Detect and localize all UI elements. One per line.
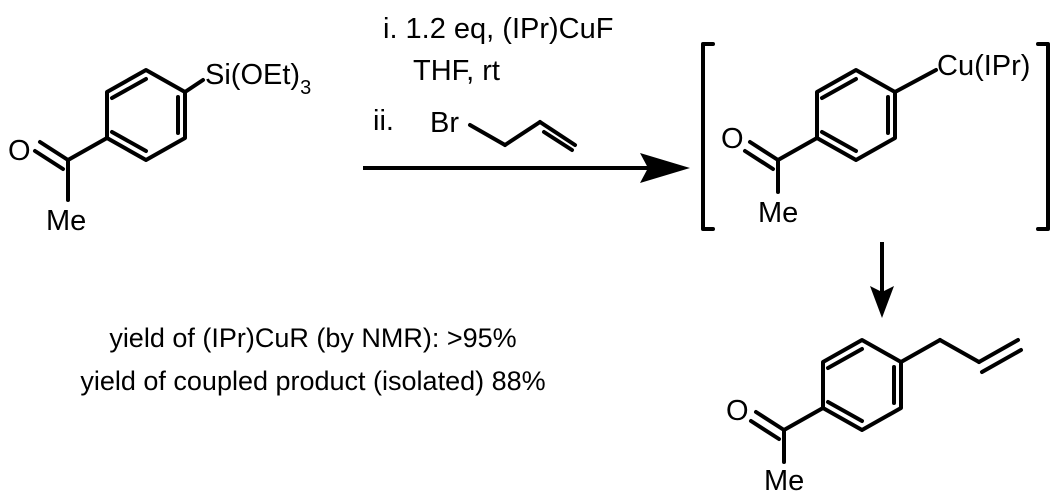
allyl-bromide-br: Br	[430, 107, 459, 139]
condition-solvent: THF, rt	[413, 55, 500, 87]
intermediate-oxygen: O	[721, 123, 744, 155]
silyl-label: Si(OEt)3	[205, 59, 311, 99]
product-methyl: Me	[764, 465, 804, 493]
product-structure	[749, 338, 1023, 464]
allyl-bromide-structure	[468, 120, 577, 152]
right-bracket	[1036, 42, 1050, 231]
yield-isolated-note: yield of coupled product (isolated) 88%	[80, 366, 545, 396]
down-arrow	[870, 242, 894, 318]
reactant-oxygen: O	[8, 135, 31, 167]
reactant-structure	[33, 68, 205, 202]
reaction-arrow	[363, 153, 690, 183]
si-bond	[183, 78, 205, 94]
condition-step2-prefix: ii.	[373, 105, 394, 137]
product-oxygen: O	[726, 395, 749, 427]
intermediate-cu-label: Cu(IPr)	[937, 50, 1030, 82]
intermediate-methyl: Me	[758, 197, 798, 229]
left-bracket	[701, 42, 715, 231]
intermediate-structure	[743, 68, 938, 194]
reactant-methyl: Me	[46, 205, 86, 237]
condition-step1: i. 1.2 eq, (IPr)CuF	[383, 13, 613, 45]
reactant-ring	[105, 68, 187, 162]
yield-nmr-note: yield of (IPr)CuR (by NMR): >95%	[109, 323, 516, 353]
